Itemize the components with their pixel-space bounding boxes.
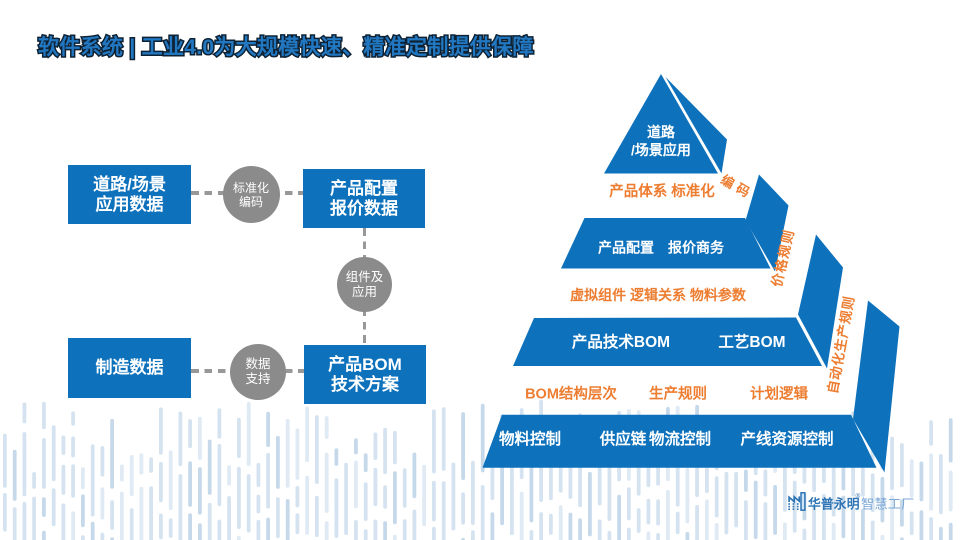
svg-text:产品体系 标准化: 产品体系 标准化 (609, 182, 715, 200)
svg-text:道路: 道路 (647, 124, 676, 140)
svg-text:®: ® (856, 492, 861, 500)
svg-text:智慧工厂: 智慧工厂 (861, 497, 915, 512)
svg-text:产品配置 报价商务: 产品配置 报价商务 (598, 240, 725, 256)
svg-text:工艺BOM: 工艺BOM (718, 332, 785, 351)
svg-text:虚拟组件 逻辑关系 物料参数: 虚拟组件 逻辑关系 物料参数 (570, 287, 747, 303)
svg-text:供应链: 供应链 (599, 429, 647, 448)
svg-text:生产规则: 生产规则 (649, 385, 707, 403)
svg-text:华普永明: 华普永明 (808, 497, 860, 512)
svg-text:计划逻辑: 计划逻辑 (750, 385, 808, 403)
svg-text:编码: 编码 (718, 172, 756, 202)
svg-text:产品技术BOM: 产品技术BOM (572, 332, 670, 351)
svg-text:产线资源控制: 产线资源控制 (740, 429, 833, 448)
svg-text:物料控制: 物料控制 (499, 429, 561, 448)
svg-text:物流控制: 物流控制 (649, 429, 711, 448)
svg-text:/场景应用: /场景应用 (631, 142, 691, 158)
svg-text:BOM结构层次: BOM结构层次 (525, 385, 617, 403)
